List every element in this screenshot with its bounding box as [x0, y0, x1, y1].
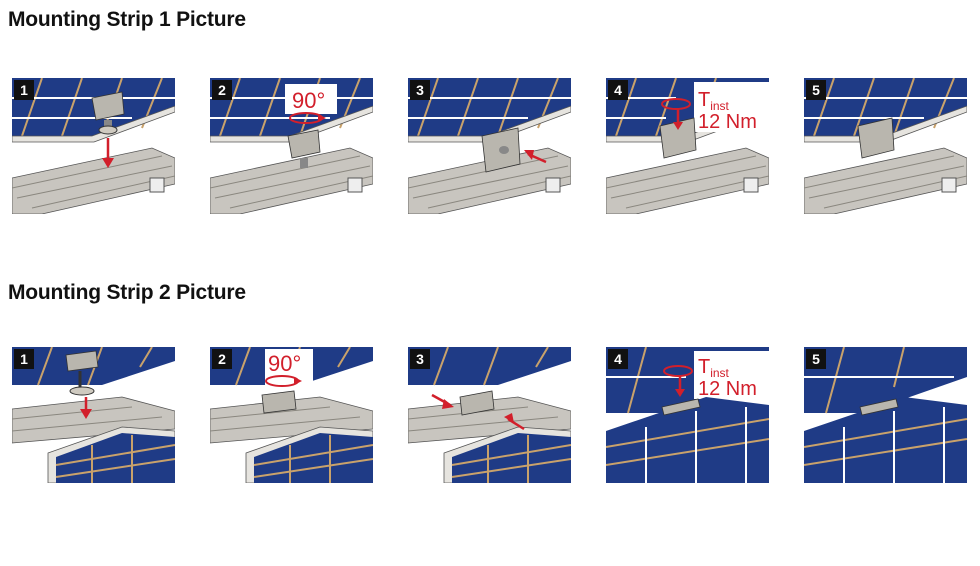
red-arrow-icon	[102, 138, 114, 168]
step-number-badge: 1	[14, 80, 34, 100]
step-number-badge: 4	[608, 80, 628, 100]
strip1-step-5-illustration: 5	[804, 78, 967, 214]
mounting-rail	[210, 147, 373, 214]
middle-clamp	[859, 398, 899, 416]
end-clamp	[481, 127, 521, 173]
middle-clamp	[459, 390, 495, 416]
rotate-arrow-icon	[289, 112, 326, 124]
solar-panel-lower	[804, 397, 967, 483]
rotate-arrow-icon	[663, 365, 693, 397]
red-arrow-icon	[80, 397, 92, 419]
mounting-rail	[12, 147, 175, 214]
red-arrow-icon	[431, 393, 525, 431]
torque-label: Tinst	[698, 89, 730, 113]
end-clamp	[857, 117, 895, 159]
solar-panel-upper	[804, 347, 967, 414]
solar-panel-upper	[408, 347, 571, 386]
mounting-rail	[408, 147, 571, 214]
solar-panel-lower	[47, 426, 175, 483]
torque-value: 12 Nm	[698, 378, 757, 400]
step-number-badge: 1	[14, 349, 34, 369]
solar-panel-upper	[606, 347, 769, 414]
solar-panel	[408, 78, 571, 143]
step-number-badge: 5	[806, 349, 826, 369]
solar-panel-upper	[210, 347, 373, 387]
strip1-step-2-illustration: 90° 2	[210, 78, 373, 214]
middle-clamp	[661, 398, 701, 416]
strip2-step-2-illustration: 90° 2	[210, 347, 373, 483]
torque-value: 12 Nm	[698, 111, 757, 133]
mounting-rail	[804, 147, 967, 214]
strip1-step-1-illustration: 1	[12, 78, 175, 214]
rotation-angle-label: 90°	[268, 351, 301, 376]
end-clamp	[91, 91, 125, 135]
step-number-badge: 4	[608, 349, 628, 369]
middle-clamp	[261, 390, 297, 414]
end-clamp	[287, 129, 321, 168]
step-number-badge: 2	[212, 349, 232, 369]
strip2-step-5-illustration: 5	[804, 347, 967, 483]
strip1-step-4-illustration: Tinst 12 Nm 4	[606, 78, 769, 214]
solar-panel-lower	[245, 426, 373, 483]
strip1-step-3-illustration: 3	[408, 78, 571, 214]
section-title-strip-1: Mounting Strip 1 Picture	[8, 8, 246, 31]
mounting-rail	[606, 147, 769, 214]
red-arrow-icon	[524, 150, 547, 164]
torque-label: Tinst	[698, 356, 730, 380]
rotate-arrow-icon	[265, 375, 302, 387]
strip2-step-4-illustration: Tinst 12 Nm 4	[606, 347, 769, 483]
step-number-badge: 5	[806, 80, 826, 100]
solar-panel	[12, 78, 175, 143]
rotation-angle-label: 90°	[292, 88, 325, 113]
solar-panel-lower	[606, 397, 769, 483]
rotate-arrow-icon	[661, 98, 691, 130]
end-clamp	[659, 117, 697, 159]
strip2-step-3-illustration: 3	[408, 347, 571, 483]
step-number-badge: 2	[212, 80, 232, 100]
section-title-strip-2: Mounting Strip 2 Picture	[8, 281, 246, 304]
step-number-badge: 3	[410, 349, 430, 369]
middle-clamp	[65, 350, 99, 396]
strip2-step-1-illustration: 1	[12, 347, 175, 483]
step-number-badge: 3	[410, 80, 430, 100]
solar-panel	[210, 78, 373, 143]
solar-panel-lower	[443, 426, 571, 483]
